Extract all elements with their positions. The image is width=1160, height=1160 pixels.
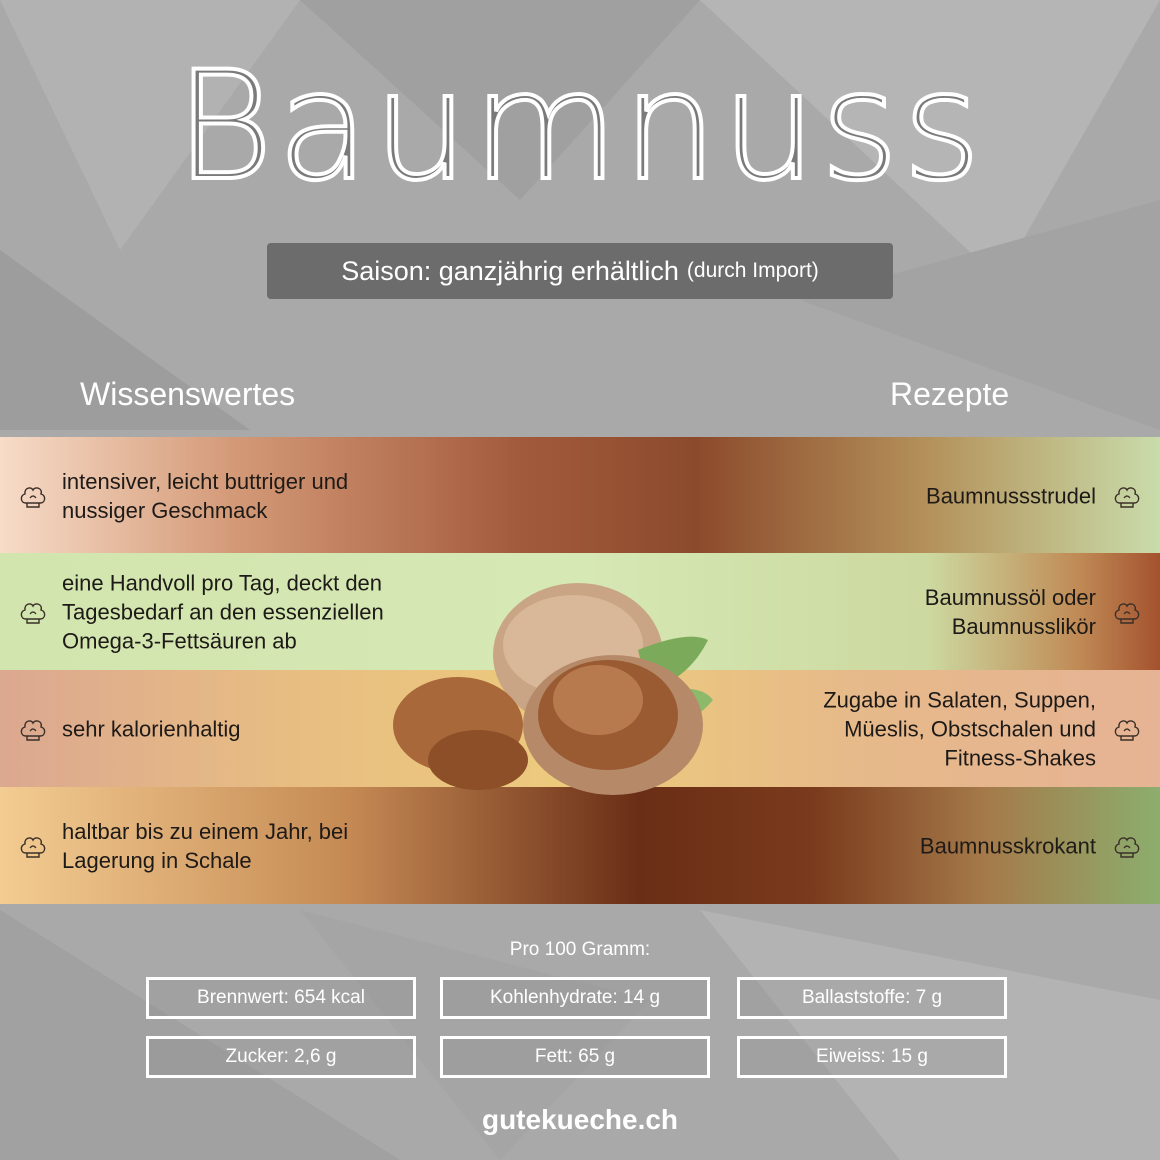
recipe-link[interactable]: Baumnussstrudel xyxy=(926,483,1096,508)
facts-heading: Wissenswertes xyxy=(80,376,296,412)
nutrition-title: Pro 100 Gramm: xyxy=(509,939,651,960)
nutrition-box: Fett: 65 g xyxy=(440,1036,710,1078)
chef-hat-icon xyxy=(1112,599,1142,625)
chef-hat-icon xyxy=(18,483,48,509)
recipe-link[interactable]: Baumnussöl oder Baumnusslikör xyxy=(924,584,1096,639)
chef-hat-icon xyxy=(18,599,48,625)
info-row: haltbar bis zu einem Jahr, bei Lagerung … xyxy=(0,787,1160,904)
season-note: (durch Import) xyxy=(686,259,819,282)
chef-hat-icon xyxy=(18,833,48,859)
nutrition-box: Eiweiss: 15 g xyxy=(737,1036,1007,1078)
page-title: Baumnuss xyxy=(173,38,985,216)
fact-text: eine Handvoll pro Tag, deckt den Tagesbe… xyxy=(62,570,384,653)
walnut-image xyxy=(393,583,713,795)
chef-hat-icon xyxy=(18,716,48,742)
season-text: Saison: ganzjährig erhältlich xyxy=(341,255,679,286)
recipes-heading: Rezepte xyxy=(890,376,1010,412)
nutrition-box: Zucker: 2,6 g xyxy=(146,1036,416,1078)
nutrition-box: Ballaststoffe: 7 g xyxy=(737,977,1007,1019)
nutrition-box: Kohlenhydrate: 14 g xyxy=(440,977,710,1019)
recipe-link[interactable]: Baumnusskrokant xyxy=(919,833,1096,858)
fact-text: haltbar bis zu einem Jahr, bei Lagerung … xyxy=(62,818,349,873)
season-banner: Saison: ganzjährig erhältlich (durch Impo… xyxy=(267,243,893,299)
fact-text: intensiver, leicht buttriger und nussige… xyxy=(62,468,349,523)
nutrition-box: Brennwert: 654 kcal xyxy=(146,977,416,1019)
info-row: intensiver, leicht buttriger und nussige… xyxy=(0,437,1160,554)
fact-text: sehr kalorienhaltig xyxy=(62,716,241,741)
chef-hat-icon xyxy=(1112,833,1142,859)
site-logo: gutekueche.ch xyxy=(481,1104,679,1135)
chef-hat-icon xyxy=(1112,483,1142,509)
chef-hat-icon xyxy=(1112,716,1142,742)
recipe-link[interactable]: Zugabe in Salaten, Suppen, Müeslis, Obst… xyxy=(823,687,1096,770)
